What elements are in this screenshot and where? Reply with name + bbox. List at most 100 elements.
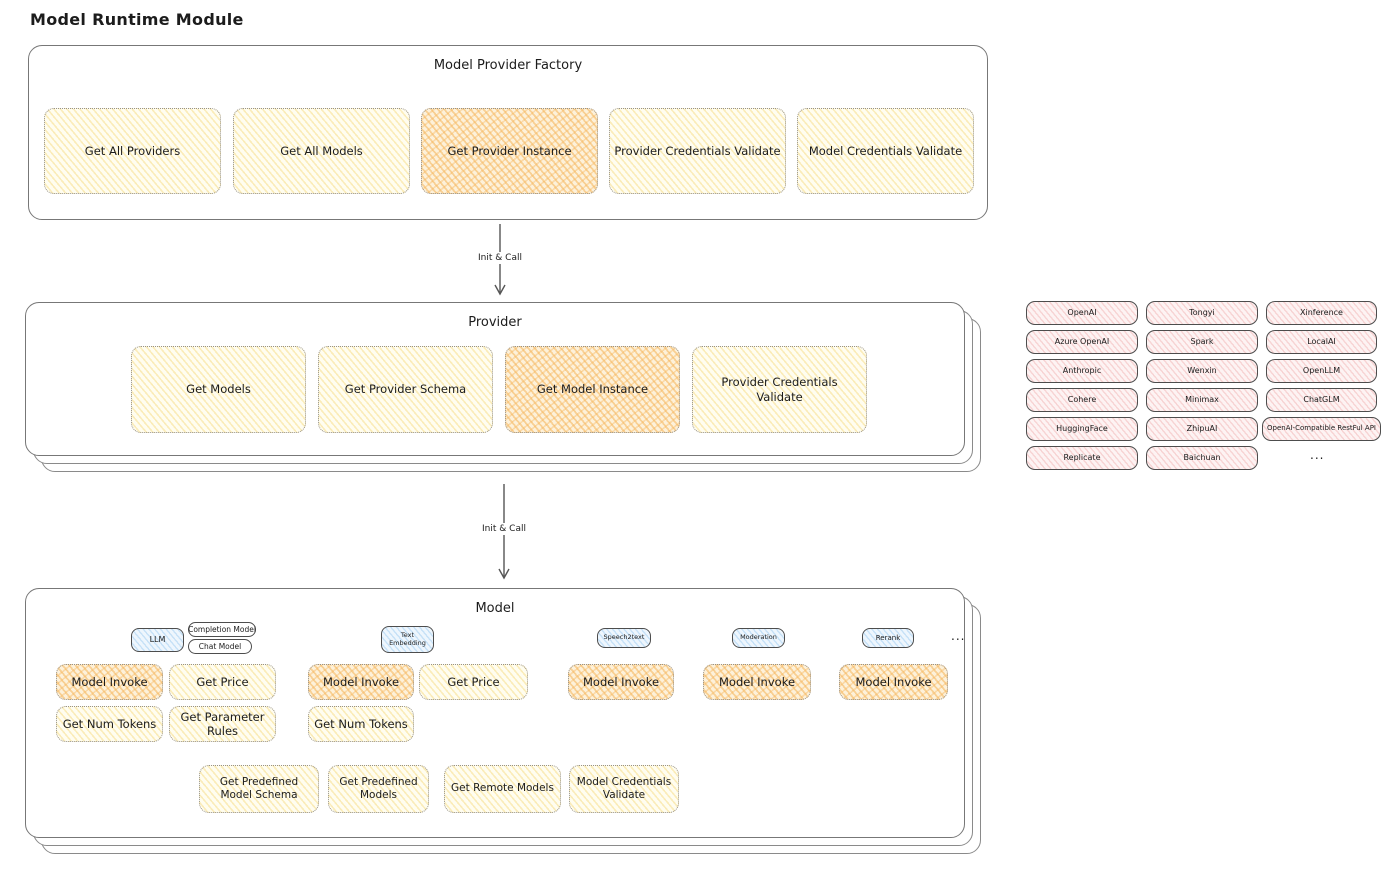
provider-chip-zhipuai: ZhipuAI	[1146, 417, 1258, 441]
node-label: Model Invoke	[322, 674, 400, 689]
node-label: Model Credentials Validate	[808, 143, 963, 158]
model-node-get-predefined-models: Get Predefined Models	[328, 765, 429, 813]
model-tab-llm: LLM	[131, 628, 184, 652]
node-label: Get All Providers	[84, 143, 181, 158]
node-label: Get Provider Instance	[447, 143, 572, 158]
model-tab-text-embedding: Text Embedding	[381, 626, 434, 653]
provider-chip-huggingface: HuggingFace	[1026, 417, 1138, 441]
chip-label: OpenAI-Compatible RestFul API	[1267, 424, 1376, 433]
model-title: Model	[475, 601, 515, 616]
chip-label: OpenLLM	[1302, 365, 1341, 375]
provider-chip-xinference: Xinference	[1266, 301, 1377, 325]
model-node-get-predefined-model-schema: Get Predefined Model Schema	[199, 765, 319, 813]
provider-node-get-model-instance: Get Model Instance	[505, 346, 680, 433]
arrow-label: Init & Call	[474, 252, 526, 264]
model-tab-rerank: Rerank	[862, 628, 914, 648]
chip-label: Tongyi	[1189, 307, 1215, 317]
node-label: Get Price	[196, 674, 249, 689]
provider-chip-tongyi: Tongyi	[1146, 301, 1258, 325]
model-node-model-invoke-embedding: Model Invoke	[308, 664, 414, 700]
provider-chip-chatglm: ChatGLM	[1266, 388, 1377, 412]
node-label: Model Credentials Validate	[576, 775, 672, 801]
provider-chip-openai: OpenAI	[1026, 301, 1138, 325]
provider-node-get-provider-schema: Get Provider Schema	[318, 346, 493, 433]
chip-label: LocalAI	[1307, 336, 1336, 346]
provider-chip-minimax: Minimax	[1146, 388, 1258, 412]
tab-label: Chat Model	[198, 642, 242, 651]
chip-label: ZhipuAI	[1186, 423, 1218, 433]
node-label: Provider Credentials Validate	[614, 143, 781, 158]
factory-node-get-all-models: Get All Models	[233, 108, 410, 194]
chip-label: Xinference	[1300, 307, 1343, 317]
factory-container: Model Provider Factory Get All Providers…	[28, 45, 988, 220]
node-label: Model Invoke	[582, 674, 660, 689]
node-label: Provider Credentials Validate	[721, 375, 838, 404]
model-node-get-price-llm: Get Price	[169, 664, 276, 700]
providers-grid-ellipsis: ...	[1310, 448, 1325, 462]
model-node-get-parameter-rules: Get Parameter Rules	[169, 706, 276, 742]
model-node-model-invoke-llm: Model Invoke	[56, 664, 163, 700]
node-label: Get Model Instance	[536, 382, 649, 397]
tab-label: Text Embedding	[389, 631, 426, 647]
chip-label: Minimax	[1185, 394, 1219, 404]
model-container: Model LLM Completion Model Chat Model Te…	[25, 588, 965, 838]
arrow-factory-to-provider: Init & Call	[474, 224, 526, 296]
model-tab-chat-model: Chat Model	[188, 639, 252, 654]
tab-label: Speech2text	[603, 633, 645, 642]
factory-node-provider-credentials-validate: Provider Credentials Validate	[609, 108, 786, 194]
provider-node-provider-credentials-validate: Provider Credentials Validate	[692, 346, 867, 433]
model-tab-completion-model: Completion Model	[188, 622, 256, 637]
provider-chip-spark: Spark	[1146, 330, 1258, 354]
provider-chip-localai: LocalAI	[1266, 330, 1377, 354]
provider-node-get-models: Get Models	[131, 346, 306, 433]
model-node-get-price-embedding: Get Price	[419, 664, 528, 700]
model-node-model-invoke-speech2text: Model Invoke	[568, 664, 674, 700]
node-label: Model Invoke	[71, 674, 148, 689]
chip-label: Spark	[1190, 336, 1214, 346]
node-label: Get Num Tokens	[62, 716, 157, 731]
node-label: Model Invoke	[855, 674, 932, 689]
factory-node-model-credentials-validate: Model Credentials Validate	[797, 108, 974, 194]
model-node-model-credentials-validate: Model Credentials Validate	[569, 765, 679, 813]
chip-label: Anthropic	[1062, 365, 1102, 375]
provider-chip-baichuan: Baichuan	[1146, 446, 1258, 470]
model-tab-speech2text: Speech2text	[597, 628, 651, 648]
node-label: Get Predefined Model Schema	[219, 775, 299, 801]
model-tab-moderation: Moderation	[732, 628, 785, 648]
node-label: Get Price	[447, 674, 500, 689]
chip-label: Replicate	[1063, 452, 1101, 462]
factory-node-get-all-providers: Get All Providers	[44, 108, 221, 194]
model-node-get-num-tokens-llm: Get Num Tokens	[56, 706, 163, 742]
node-label: Get Models	[186, 382, 251, 397]
provider-chip-openllm: OpenLLM	[1266, 359, 1377, 383]
provider-container: Provider Get Models Get Provider Schema …	[25, 302, 965, 456]
model-node-model-invoke-moderation: Model Invoke	[703, 664, 811, 700]
node-label: Get Predefined Models	[339, 775, 418, 801]
chip-label: OpenAI	[1067, 307, 1097, 317]
chip-label: Wenxin	[1187, 365, 1217, 375]
node-label: Get Remote Models	[451, 782, 554, 795]
provider-chip-openai-compatible-restful-api: OpenAI-Compatible RestFul API	[1262, 417, 1381, 441]
model-node-get-remote-models: Get Remote Models	[444, 765, 561, 813]
node-label: Model Invoke	[718, 674, 796, 689]
tab-label: Moderation	[740, 633, 777, 642]
provider-chip-anthropic: Anthropic	[1026, 359, 1138, 383]
tab-label: Rerank	[875, 633, 901, 642]
provider-chip-cohere: Cohere	[1026, 388, 1138, 412]
provider-chip-replicate: Replicate	[1026, 446, 1138, 470]
chip-label: Baichuan	[1183, 452, 1221, 462]
chip-label: Cohere	[1067, 394, 1097, 404]
node-label: Get All Models	[280, 143, 363, 158]
arrow-label: Init & Call	[478, 523, 530, 535]
tab-label: Completion Model	[188, 625, 256, 634]
provider-chip-wenxin: Wenxin	[1146, 359, 1258, 383]
chip-label: ChatGLM	[1303, 394, 1340, 404]
tab-label: LLM	[149, 635, 166, 645]
chip-label: HuggingFace	[1056, 423, 1108, 433]
node-label: Get Parameter Rules	[180, 709, 265, 738]
chip-label: Azure OpenAI	[1054, 336, 1110, 346]
arrow-provider-to-model: Init & Call	[478, 484, 530, 580]
provider-title: Provider	[468, 315, 522, 330]
model-node-model-invoke-rerank: Model Invoke	[839, 664, 948, 700]
